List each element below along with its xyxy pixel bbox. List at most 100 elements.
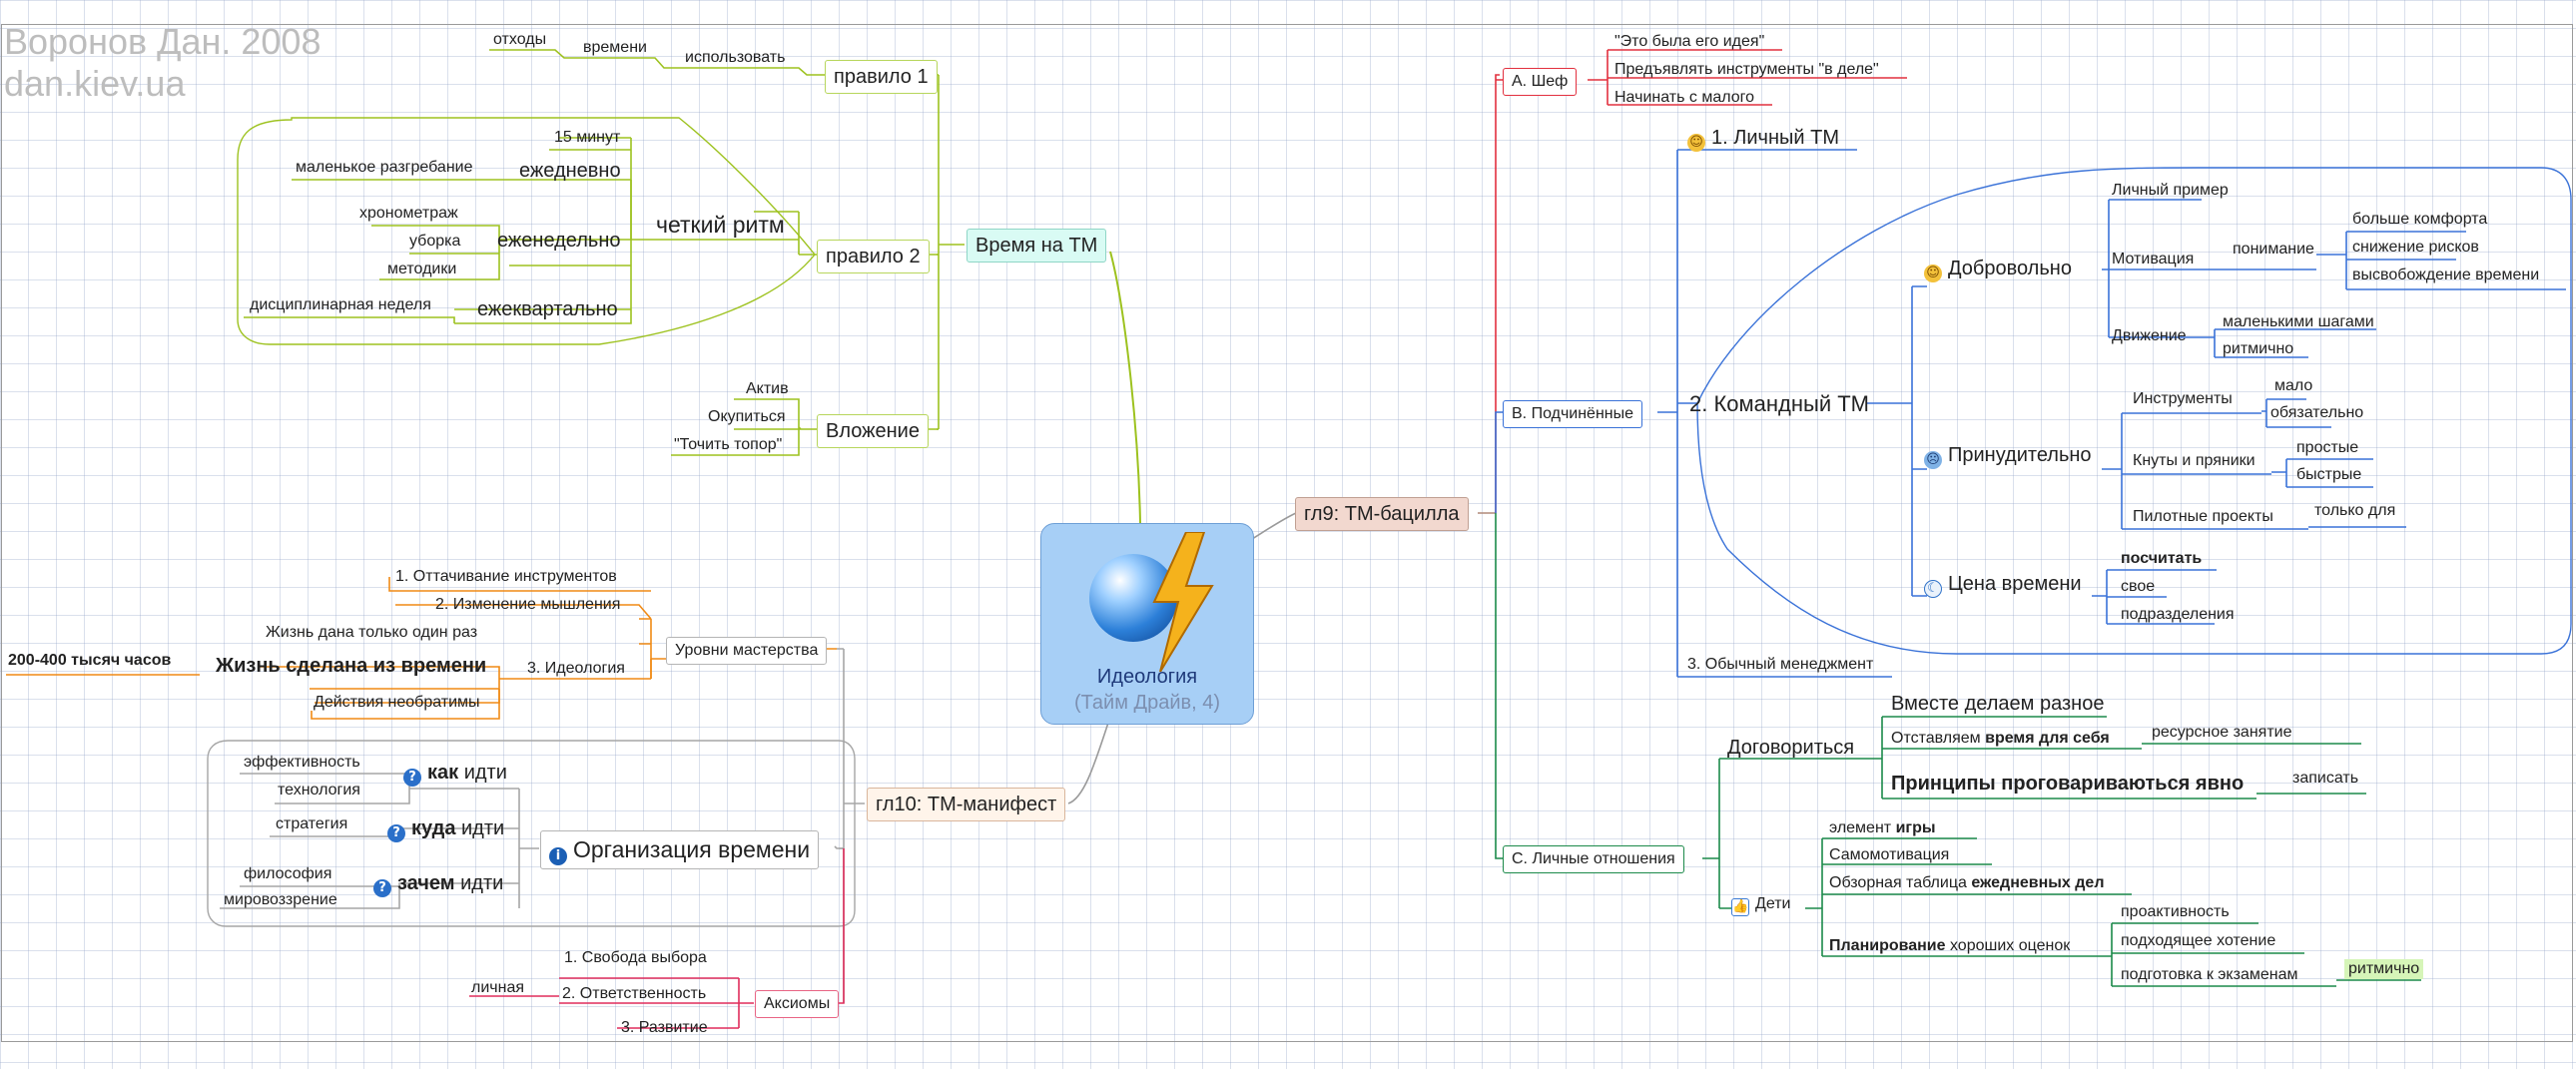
question-icon: ?	[387, 824, 405, 842]
quarterly-node[interactable]: ежеквартально	[477, 298, 618, 320]
whip-carrot-label: Кнуты и пряники	[2133, 452, 2255, 469]
efficiency-label: эффективность	[244, 754, 360, 771]
strategy-label: стратегия	[276, 815, 348, 832]
central-topic[interactable]: Идеология (Тайм Драйв, 4)	[1040, 523, 1254, 725]
weekly-item-methods: методики	[387, 261, 457, 277]
philosophy-label: философия	[244, 865, 332, 882]
question-icon: ?	[403, 769, 421, 787]
voluntary-label: Добровольно	[1948, 258, 2072, 279]
irreversible-label: Действия необратимы	[314, 694, 480, 711]
chef-item-his-idea: "Это была его идея"	[1614, 33, 1765, 50]
use-label: использовать	[685, 49, 786, 66]
tm-manifest-node[interactable]: гл10: ТМ-манифест	[867, 788, 1066, 821]
technology-label: технология	[278, 782, 360, 799]
level-2-label: 2. Изменение мышления	[435, 596, 621, 613]
info-icon: i	[549, 847, 567, 865]
departments-label: подразделения	[2121, 606, 2235, 623]
quarterly-item-discipline-week: дисциплинарная неделя	[250, 296, 431, 313]
how-go-node[interactable]: ?как идти	[403, 760, 507, 787]
subordinates-node[interactable]: B. Подчинённые	[1503, 400, 1643, 428]
personal-relations-node[interactable]: C. Личные отношения	[1503, 845, 1684, 873]
write-down-label: записать	[2292, 770, 2359, 787]
overview-table-label: Обзорная таблица ежедневных дел	[1829, 873, 2105, 893]
daily-item-15min: 15 минут	[554, 129, 621, 146]
time-release-label: высвобождение времени	[2352, 267, 2540, 283]
mastery-levels-node[interactable]: Уровни мастерства	[666, 637, 828, 665]
time-price-node[interactable]: ☾Цена времени	[1924, 571, 2082, 598]
small-steps-label: маленькими шагами	[2223, 313, 2374, 330]
tools-little-label: мало	[2274, 377, 2313, 394]
author-watermark: Воронов Дан. 2008	[4, 21, 322, 62]
usual-management-node[interactable]: 3. Обычный менеджмент	[1687, 656, 1874, 673]
rule-2-node[interactable]: правило 2	[817, 240, 930, 273]
simple-label: простые	[2296, 439, 2359, 456]
suitable-desire-label: подходящее хотение	[2121, 932, 2276, 949]
fast-label: быстрые	[2296, 466, 2362, 483]
rhythmically-label: ритмично	[2223, 340, 2294, 357]
game-element-label: элемент игры	[1829, 818, 1936, 838]
pilot-projects-label: Пилотные проекты	[2133, 508, 2273, 525]
axiom-1-label: 1. Свобода выбора	[564, 949, 707, 966]
only-for-label: только для	[2314, 502, 2396, 519]
time-on-tm-node[interactable]: Время на ТМ	[966, 229, 1107, 263]
site-watermark: dan.kiev.ua	[4, 63, 186, 104]
chef-node[interactable]: A. Шеф	[1503, 68, 1578, 96]
own-label: свое	[2121, 578, 2156, 595]
exam-prep-label: подготовка к экзаменам	[2121, 966, 2298, 983]
weekly-item-timing: хронометраж	[359, 205, 458, 222]
tm-bacilla-node[interactable]: гл9: ТМ-бацилла	[1295, 497, 1469, 531]
clear-rhythm-node[interactable]: четкий ритм	[656, 212, 785, 238]
understanding-label: понимание	[2233, 241, 2314, 258]
central-subtitle: (Тайм Драйв, 4)	[1073, 692, 1221, 714]
why-go-node[interactable]: ?зачем идти	[373, 870, 503, 897]
voluntary-node[interactable]: ☺Добровольно	[1924, 256, 2072, 282]
personal-example-label: Личный пример	[2112, 182, 2229, 199]
investment-item-asset: Актив	[746, 380, 789, 397]
reserve-time-label: Отставляем время для себя	[1891, 729, 2110, 749]
daily-node[interactable]: ежедневно	[519, 160, 621, 182]
axioms-node[interactable]: Аксиомы	[755, 990, 840, 1018]
central-title: Идеология	[1096, 666, 1198, 688]
calculate-label: посчитать	[2121, 550, 2203, 567]
life-once-label: Жизнь дана только один раз	[266, 624, 478, 641]
together-different-label: Вместе делаем разное	[1891, 693, 2105, 715]
life-made-of-time-label: Жизнь сделана из времени	[216, 655, 487, 677]
forced-label: Принудительно	[1948, 444, 2092, 466]
why-rest: идти	[454, 872, 504, 894]
lightning-icon	[1152, 532, 1214, 672]
tools-mandatory-label: обязательно	[2270, 404, 2364, 421]
worldview-label: мировоззрение	[224, 891, 337, 908]
personal-tm-label: 1. Личный ТМ	[1711, 127, 1839, 149]
how-rest: идти	[458, 762, 507, 784]
personal-tm-node[interactable]: ☺1. Личный ТМ	[1687, 125, 1839, 152]
rule-1-node[interactable]: правило 1	[825, 60, 938, 94]
why-bold: зачем	[397, 872, 455, 894]
hours-label: 200-400 тысяч часов	[8, 652, 172, 669]
thumbs-up-icon: 👍	[1731, 898, 1749, 916]
where-go-node[interactable]: ?куда идти	[387, 815, 504, 842]
principles-label: Принципы проговариваються явно	[1891, 773, 2245, 795]
weekly-item-cleaning: уборка	[409, 233, 461, 250]
investment-item-payback: Окупиться	[708, 408, 786, 425]
kids-label: Дети	[1755, 895, 1791, 912]
more-comfort-label: больше комфорта	[2352, 211, 2488, 228]
kids-node[interactable]: 👍 Дети	[1731, 894, 1790, 916]
weekly-node[interactable]: еженедельно	[497, 230, 621, 252]
where-rest: идти	[455, 817, 505, 839]
team-tm-node[interactable]: 2. Командный ТМ	[1689, 391, 1869, 416]
investment-node[interactable]: Вложение	[817, 414, 929, 448]
motivation-label: Мотивация	[2112, 251, 2195, 267]
time-price-label: Цена времени	[1948, 573, 2082, 595]
chef-item-show-tools: Предъявлять инструменты "в деле"	[1614, 61, 1879, 78]
chef-item-start-small: Начинать с малого	[1614, 89, 1755, 106]
game-element-prefix: элемент	[1829, 819, 1896, 836]
sad-face-icon: ☹	[1924, 451, 1942, 469]
tools-label: Инструменты	[2133, 390, 2233, 407]
risk-reduction-label: снижение рисков	[2352, 239, 2479, 256]
forced-node[interactable]: ☹ Принудительно	[1924, 442, 2092, 469]
agree-node[interactable]: Договориться	[1727, 737, 1855, 759]
level-3-label: 3. Идеология	[527, 660, 625, 677]
level-1-label: 1. Оттачивание инструментов	[395, 568, 617, 585]
daily-item-small-cleanup: маленькое разгребание	[296, 159, 473, 176]
